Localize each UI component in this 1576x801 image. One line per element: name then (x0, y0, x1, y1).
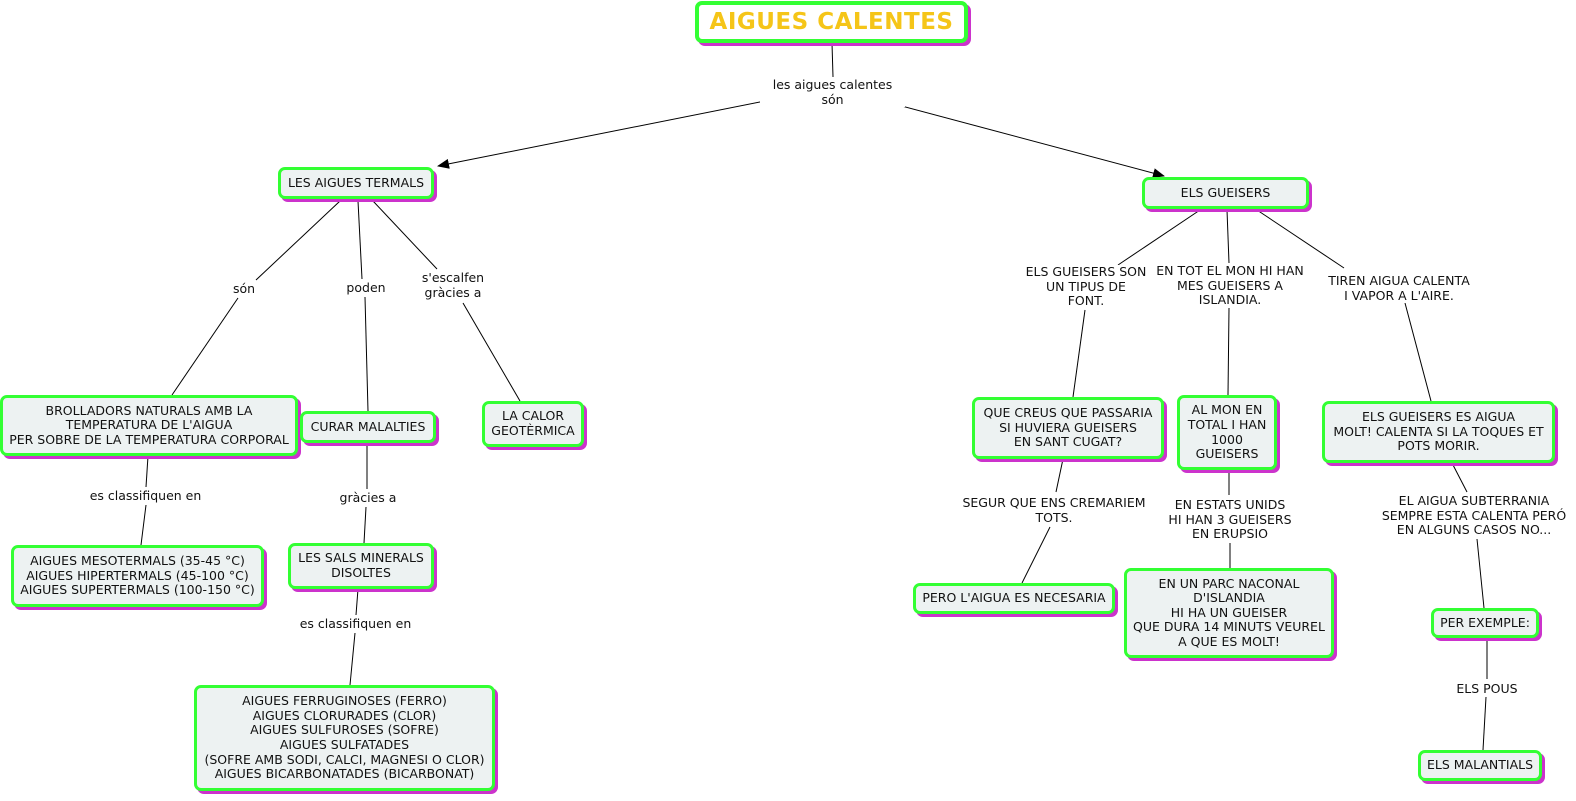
node-les-sals-minerals: LES SALS MINERALS DISOLTES (288, 543, 434, 589)
edge-calenta-subterrania (1451, 462, 1468, 493)
edge-classif2-ferru (349, 632, 356, 686)
link-label-tiren-aigua-calenta: TIREN AIGUA CALENTA I VAPOR A L'AIRE. (1324, 273, 1474, 304)
edge-termals-escalfen (372, 200, 438, 270)
edge-tiren-calenta (1404, 302, 1432, 402)
link-label-tipus-de-font: ELS GUEISERS SON UN TIPUS DE FONT. (1022, 264, 1150, 309)
edge-gueisers-tipus (1117, 209, 1201, 266)
node-aigues-mesotermals: AIGUES MESOTERMALS (35-45 °C) AIGUES HIP… (11, 545, 264, 607)
edge-gueisers-mon (1226, 209, 1230, 264)
node-pero-laigua-es-necesaria: PERO L'AIGUA ES NECESARIA (913, 583, 1115, 614)
link-label-segur-que-ens-cremariem: SEGUR QUE ENS CREMARIEM TOTS. (961, 495, 1147, 526)
node-en-un-parc-naconal: EN UN PARC NACONAL D'ISLANDIA HI HA UN G… (1124, 568, 1334, 658)
map-title: AIGUES CALENTES (695, 1, 968, 43)
link-label-escalfen: s'escalfen gràcies a (418, 270, 488, 301)
link-label-es-classifiquen-en-2: es classifiquen en (298, 616, 413, 632)
link-label-son: són (228, 281, 260, 297)
edge-segur-pero (1021, 526, 1051, 584)
link-label-en-estats-units: EN ESTATS UNIDS HI HAN 3 GUEISERS EN ERU… (1162, 497, 1298, 542)
edge-sals-classif2 (355, 588, 359, 616)
node-brolladors-naturals: BROLLADORS NATURALS AMB LA TEMPERATURA D… (0, 395, 298, 456)
edge-pous-malantials (1482, 696, 1487, 751)
node-la-calor-geotermica: LA CALOR GEOTÈRMICA (482, 401, 584, 447)
edge-subterrania-exemple (1476, 538, 1485, 609)
link-label-els-pous: ELS POUS (1452, 681, 1522, 697)
node-gueisers-aigua-calenta: ELS GUEISERS ES AIGUA MOLT! CALENTA SI L… (1322, 401, 1555, 463)
edge-mon-almon (1227, 307, 1230, 396)
edge-termals-son (255, 200, 341, 281)
edge-gracies-sals (363, 506, 367, 544)
edge-escalfen-calor (462, 302, 521, 402)
edge-tipus-creus (1072, 309, 1086, 398)
link-label-gracies-a: gràcies a (335, 490, 401, 506)
edge-classif1-meso (140, 504, 147, 546)
node-les-aigues-termals: LES AIGUES TERMALS (278, 167, 434, 199)
edge-link-to-termals (437, 96, 786, 169)
node-aigues-ferruginoses: AIGUES FERRUGINOSES (FERRO) AIGUES CLORU… (194, 685, 495, 791)
edge-termals-poden (357, 200, 363, 280)
edge-poden-curar (364, 296, 369, 412)
node-curar-malalties: CURAR MALALTIES (300, 411, 436, 443)
edge-title-to-link (831, 42, 834, 78)
edge-link-to-gueisers (867, 96, 1165, 178)
edge-gueisers-tiren (1256, 209, 1345, 269)
edge-son-brolladors (171, 297, 239, 396)
link-label-aigua-subterrania: EL AIGUA SUBTERRANIA SEMPRE ESTA CALENTA… (1378, 493, 1570, 538)
node-al-mon-en-total: AL MON EN TOTAL I HAN 1000 GUEISERS (1177, 395, 1277, 470)
link-label-en-tot-el-mon: EN TOT EL MON HI HAN MES GUEISERS A ISLA… (1154, 263, 1306, 308)
link-label-es-classifiquen-en-1: es classifiquen en (88, 488, 203, 504)
node-que-creus-que-passaria: QUE CREUS QUE PASSARIA SI HUVIERA GUEISE… (972, 397, 1164, 459)
node-per-exemple: PER EXEMPLE: (1431, 608, 1539, 638)
node-els-malantials: ELS MALANTIALS (1418, 750, 1542, 781)
link-label-les-aigues-calentes-son: les aigues calentes són (760, 77, 905, 108)
edge-creus-segur (1055, 458, 1064, 493)
link-label-poden: poden (343, 280, 389, 296)
node-els-gueisers: ELS GUEISERS (1142, 177, 1309, 209)
edge-brolladors-classif1 (145, 455, 149, 488)
